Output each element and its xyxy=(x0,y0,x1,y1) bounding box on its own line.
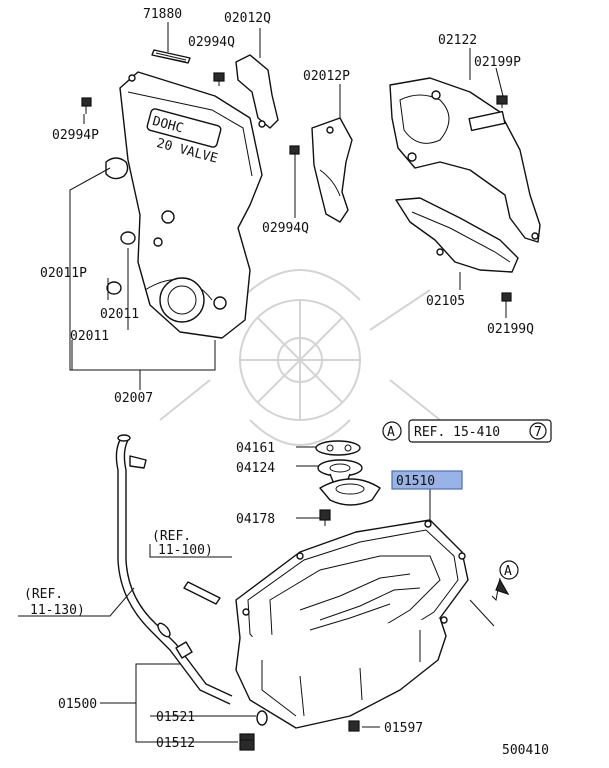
svg-text:A: A xyxy=(504,564,512,579)
label-04124[interactable]: 04124 xyxy=(236,461,275,476)
pan-bolt-01597[interactable] xyxy=(348,720,360,732)
label-ref-11-130-a[interactable]: (REF. xyxy=(24,587,63,602)
highlight-01510 xyxy=(391,470,463,490)
oil-level-gauge-guide[interactable] xyxy=(115,434,233,705)
ref-15-410-callout[interactable]: A REF. 15-410 7 xyxy=(382,419,552,443)
cover-bracket-02012q[interactable] xyxy=(235,54,279,129)
cover-grommet-02011p[interactable] xyxy=(105,157,129,180)
caution-label-plate[interactable] xyxy=(151,49,191,64)
label-02011-a[interactable]: 02011 xyxy=(100,307,139,322)
ref-15-410-label: REF. 15-410 xyxy=(414,425,500,440)
oil-pan-01510[interactable] xyxy=(235,519,469,729)
drain-plug-01512[interactable] xyxy=(239,733,255,751)
label-02994q-top[interactable]: 02994Q xyxy=(188,35,235,50)
bolt-02199q[interactable] xyxy=(501,292,512,306)
label-02011p[interactable]: 02011P xyxy=(40,266,87,281)
cover-grommet-02011[interactable] xyxy=(120,231,136,245)
cover-bracket-02012p[interactable] xyxy=(311,117,353,223)
label-02007[interactable]: 02007 xyxy=(114,391,153,406)
part-labels: 71880 02012Q 02994Q 02994P 02012P 02122 … xyxy=(24,7,549,758)
diagram-number: 500410 xyxy=(502,743,549,758)
label-02199q[interactable]: 02199Q xyxy=(487,322,534,337)
marker-a-top: A xyxy=(387,425,395,440)
label-01512[interactable]: 01512 xyxy=(156,736,195,751)
label-02012q[interactable]: 02012Q xyxy=(224,11,271,26)
label-01597[interactable]: 01597 xyxy=(384,721,423,736)
timing-belt-lower-rear-plate[interactable] xyxy=(395,197,519,273)
arrow-icon xyxy=(495,578,510,596)
bolt-02199p[interactable] xyxy=(496,95,508,108)
label-02105[interactable]: 02105 xyxy=(426,294,465,309)
label-01521[interactable]: 01521 xyxy=(156,710,195,725)
label-02011-b[interactable]: 02011 xyxy=(70,329,109,344)
label-02122[interactable]: 02122 xyxy=(438,33,477,48)
strainer-bolt-04178[interactable] xyxy=(319,509,331,526)
bolt-02994q-top[interactable] xyxy=(213,72,225,86)
label-04178[interactable]: 04178 xyxy=(236,512,275,527)
marker-a-pan[interactable]: A xyxy=(499,560,519,580)
label-ref-11-100-b[interactable]: 11-100) xyxy=(158,543,213,558)
strainer-gasket-04161[interactable] xyxy=(315,440,361,456)
bolt-02994p[interactable] xyxy=(81,97,92,114)
watermark-emblem xyxy=(159,269,441,446)
label-02994p[interactable]: 02994P xyxy=(52,128,99,143)
label-01500[interactable]: 01500 xyxy=(58,697,97,712)
oil-strainer-04124[interactable] xyxy=(317,459,381,506)
label-02199p[interactable]: 02199P xyxy=(474,55,521,70)
label-02012p[interactable]: 02012P xyxy=(303,69,350,84)
label-ref-11-100-a[interactable]: (REF. xyxy=(152,529,191,544)
label-01510[interactable]: 01510 xyxy=(396,474,435,489)
ref-15-410-number: 7 xyxy=(534,425,542,440)
drain-gasket-01521[interactable] xyxy=(256,710,268,726)
label-ref-11-130-b[interactable]: 11-130) xyxy=(30,603,85,618)
cover-grommet-02011-lower[interactable] xyxy=(106,281,122,295)
label-71880[interactable]: 71880 xyxy=(143,7,182,22)
leader-lines xyxy=(18,22,507,743)
label-04161[interactable]: 04161 xyxy=(236,441,275,456)
label-02994q-mid[interactable]: 02994Q xyxy=(262,221,309,236)
oil-level-gauge[interactable] xyxy=(183,581,221,605)
timing-belt-cover-upper[interactable]: DOHC 20 VALVE xyxy=(119,71,263,339)
